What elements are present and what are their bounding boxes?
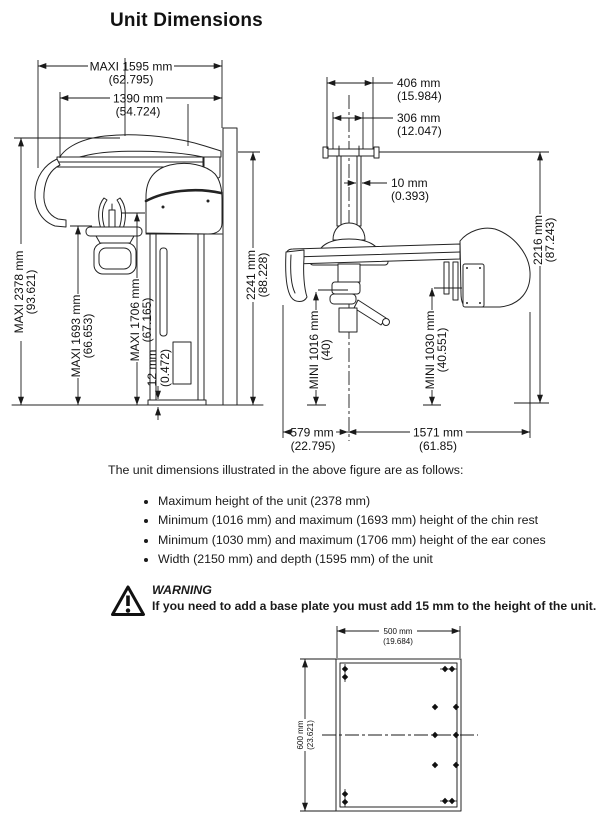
dim-depth-max-mm: MAXI 1595 mm xyxy=(90,60,173,74)
list-item-ear-cones: Minimum (1030 mm) and maximum (1706 mm) … xyxy=(158,531,614,550)
dim-offset-right-in: (61.85) xyxy=(419,439,457,453)
dim-flange-outer-mm: 406 mm xyxy=(397,76,440,90)
unit-front-view-art xyxy=(285,145,531,333)
dim-flange-inner-in: (12.047) xyxy=(397,124,442,138)
dim-chin-max-in: (66.653) xyxy=(81,314,95,359)
front-view-drawing: 406 mm (15.984) 306 mm (12.047) 10 mm (0… xyxy=(282,76,557,453)
dim-base-gap-in: (0.472) xyxy=(158,349,172,387)
dim-height-max-in: (93.621) xyxy=(24,270,38,315)
dim-depth-inner-in: (54.724) xyxy=(116,105,161,119)
side-view-drawing: MAXI 1595 mm (62.795) 1390 mm (54.724) M… xyxy=(11,58,270,420)
dim-flange-inner-mm: 306 mm xyxy=(397,111,440,125)
dim-depth-inner-mm: 1390 mm xyxy=(113,92,163,106)
dim-wall-height-mm: 2241 mm xyxy=(244,250,258,300)
dim-plate-width-in: (19.684) xyxy=(383,637,413,646)
side-view-dimensions: MAXI 1595 mm (62.795) 1390 mm (54.724) M… xyxy=(12,58,270,420)
dim-ear-min-in: (40.551) xyxy=(435,328,449,373)
base-plate-drawing: 500 mm (19.684) 600 mm (23.621) xyxy=(296,626,478,812)
warning-text: If you need to add a base plate you must… xyxy=(152,599,597,613)
dim-depth-max-in: (62.795) xyxy=(109,73,154,87)
dim-rod-mm: 10 mm xyxy=(391,176,428,190)
list-item-max-height: Maximum height of the unit (2378 mm) xyxy=(158,492,614,511)
dim-plate-depth-mm: 600 mm xyxy=(296,720,305,749)
base-plate-dimensions: 500 mm (19.684) 600 mm (23.621) xyxy=(296,626,478,812)
dim-height-in: (87.243) xyxy=(543,218,557,263)
unit-dimensions-figure: MAXI 1595 mm (62.795) 1390 mm (54.724) M… xyxy=(11,58,557,453)
dimension-list: Maximum height of the unit (2378 mm) Min… xyxy=(108,492,614,570)
dim-height-mm: 2216 mm xyxy=(531,215,545,265)
mounting-holes xyxy=(341,664,460,807)
dim-ear-max-in: (67.165) xyxy=(140,298,154,343)
warning-triangle-icon xyxy=(111,585,145,616)
dim-chin-max-mm: MAXI 1693 mm xyxy=(69,295,83,378)
unit-side-view-art xyxy=(11,134,264,406)
dim-ear-max-mm: MAXI 1706 mm xyxy=(128,279,142,362)
front-view-dimensions: 406 mm (15.984) 306 mm (12.047) 10 mm (0… xyxy=(282,76,557,453)
dim-ear-min-mm: MINI 1030 mm xyxy=(423,311,437,390)
dim-offset-left-in: (22.795) xyxy=(291,439,336,453)
dim-wall-height-in: (88.228) xyxy=(256,253,270,298)
dim-offset-left-mm: 579 mm xyxy=(290,426,333,440)
dim-chin-min-mm: MINI 1016 mm xyxy=(307,311,321,390)
wall xyxy=(222,127,238,406)
page-title: Unit Dimensions xyxy=(110,10,263,31)
dim-rod-in: (0.393) xyxy=(391,189,429,203)
dim-height-max-mm: MAXI 2378 mm xyxy=(12,251,26,334)
dim-flange-outer-in: (15.984) xyxy=(397,89,442,103)
figure-caption-intro: The unit dimensions illustrated in the a… xyxy=(108,463,464,477)
dim-offset-right-mm: 1571 mm xyxy=(413,426,463,440)
dim-plate-depth-in: (23.621) xyxy=(306,720,315,750)
warning-note: WARNING If you need to add a base plate … xyxy=(108,582,608,616)
dim-plate-width-mm: 500 mm xyxy=(384,627,413,636)
warning-title: WARNING xyxy=(152,583,212,597)
list-item-width-depth: Width (2150 mm) and depth (1595 mm) of t… xyxy=(158,550,614,569)
list-item-chin-rest: Minimum (1016 mm) and maximum (1693 mm) … xyxy=(158,511,614,530)
dim-chin-min-in: (40) xyxy=(319,339,333,360)
dim-base-gap-mm: 12 mm xyxy=(145,350,159,387)
